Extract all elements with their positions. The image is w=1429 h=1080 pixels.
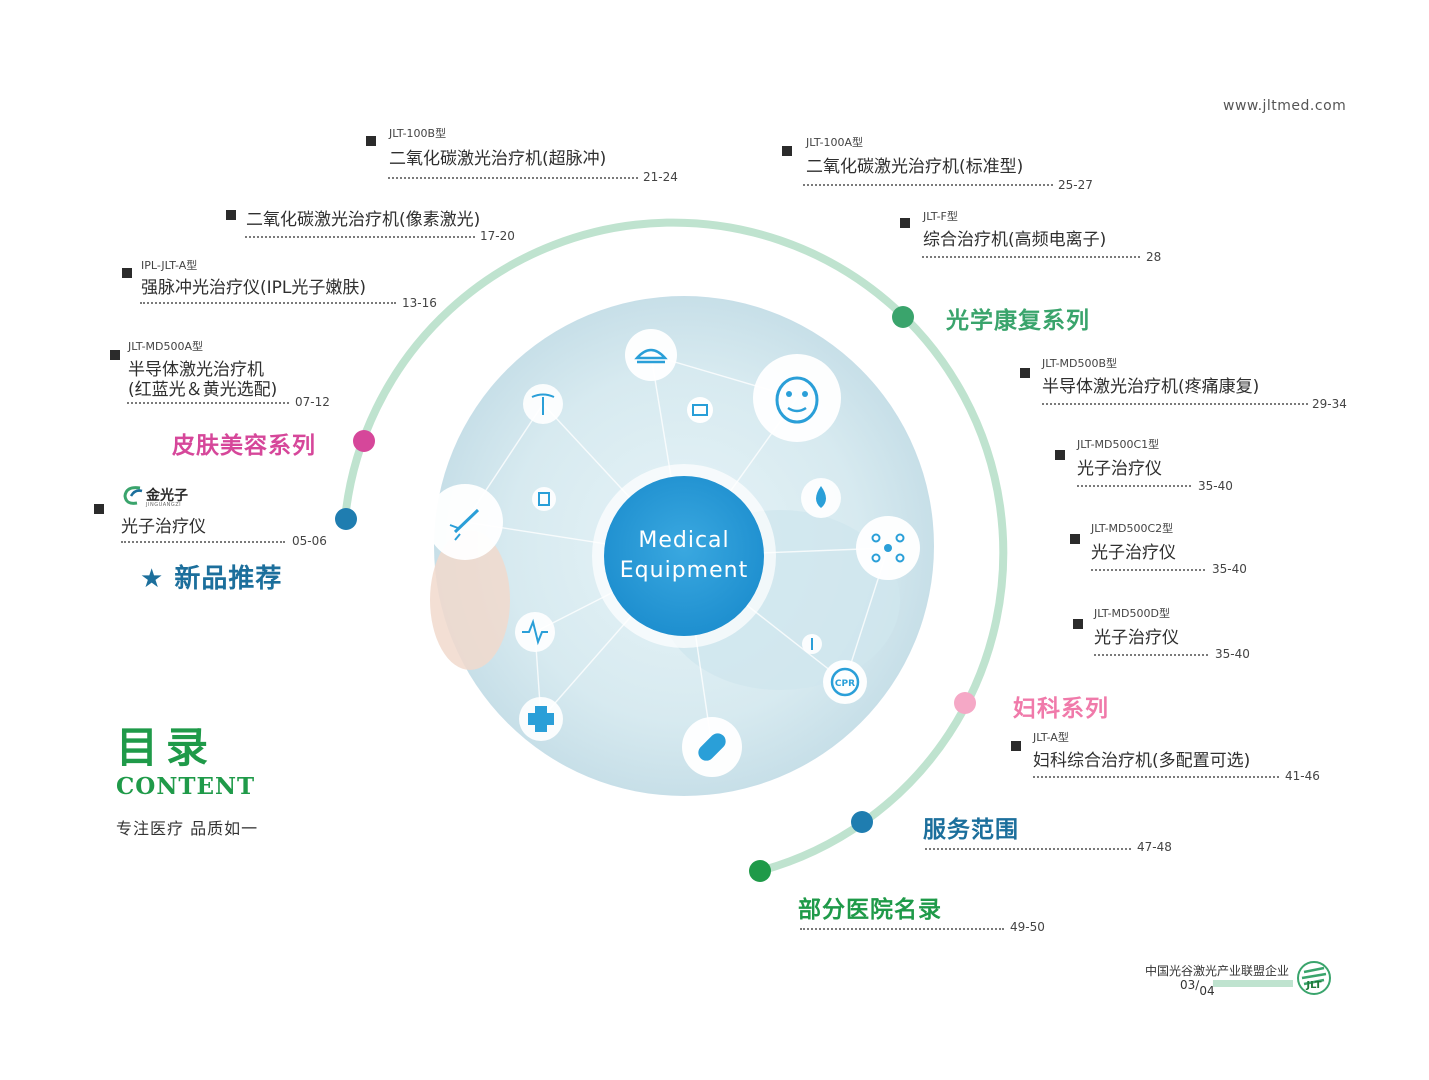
product-name: 半导体激光治疗机(疼痛康复) [1042, 377, 1260, 397]
page-range: 41-46 [1285, 769, 1320, 783]
page-range: 49-50 [1010, 920, 1045, 934]
toc-title-cn: 目录 [116, 723, 217, 772]
page-range: 35-40 [1198, 479, 1233, 493]
leader-dots [1091, 569, 1205, 571]
page-range: 05-06 [292, 534, 327, 548]
leader-dots [1033, 776, 1279, 778]
leader-dots [121, 541, 285, 543]
bullet [226, 210, 236, 220]
model-code: JLT-100A型 [806, 136, 864, 149]
leader-dots [925, 848, 1131, 850]
product-name: 综合治疗机(高频电离子) [923, 230, 1107, 250]
bullet [94, 504, 104, 514]
page-number-left: 03 [1180, 978, 1196, 992]
product-name: 半导体激光治疗机 [128, 360, 264, 380]
model-code: JLT-F型 [923, 210, 958, 223]
category-skin[interactable]: 皮肤美容系列 [172, 433, 316, 459]
bullet [110, 350, 120, 360]
page-range: 29-34 [1312, 397, 1347, 411]
model-code: JLT-100B型 [389, 127, 447, 140]
center-line1: Medical [638, 528, 730, 553]
toc-slogan: 专注医疗 品质如一 [116, 819, 259, 838]
product-name: 二氧化碳激光治疗机(像素激光) [246, 210, 481, 230]
bullet [900, 218, 910, 228]
leader-dots [803, 184, 1053, 186]
product-name: 二氧化碳激光治疗机(超脉冲) [389, 149, 607, 169]
product-name: 二氧化碳激光治疗机(标准型) [806, 157, 1024, 177]
category-service[interactable]: 服务范围 [923, 817, 1019, 843]
model-code: JLT-MD500D型 [1094, 607, 1170, 620]
leader-dots [1094, 654, 1208, 656]
page-range: 21-24 [643, 170, 678, 184]
product-name: 光子治疗仪 [1091, 543, 1176, 563]
page-range: 35-40 [1212, 562, 1247, 576]
bullet [1055, 450, 1065, 460]
page-range: 47-48 [1137, 840, 1172, 854]
model-code: JLT-MD500B型 [1042, 357, 1118, 370]
leader-dots [127, 402, 289, 404]
category-gyne[interactable]: 妇科系列 [1013, 696, 1109, 722]
center-hub [604, 476, 764, 636]
product-name: 妇科综合治疗机(多配置可选) [1033, 751, 1251, 771]
product-name: 光子治疗仪 [1077, 459, 1162, 479]
leader-dots [1077, 485, 1191, 487]
product-name: 光子治疗仪 [1094, 628, 1179, 648]
model-code: JLT-MD500A型 [128, 340, 204, 353]
leader-dots [922, 256, 1140, 258]
bullet [1020, 368, 1030, 378]
leader-dots [140, 302, 396, 304]
toc-arc [341, 218, 1008, 875]
leader-dots [245, 236, 475, 238]
website-url[interactable]: www.jltmed.com [1223, 98, 1347, 114]
jlt-logo: JLT [1296, 960, 1332, 996]
jlt-logo-icon: JLT [1297, 961, 1331, 995]
bullet [1011, 741, 1021, 751]
service-node [851, 811, 873, 833]
new-node [335, 508, 357, 530]
brand-sub: JINGUANGZI [146, 502, 182, 508]
page-range: 17-20 [480, 229, 515, 243]
footer-bar [1213, 980, 1293, 987]
page-range: 25-27 [1058, 178, 1093, 192]
category-optical[interactable]: 光学康复系列 [946, 308, 1090, 334]
page-range: 28 [1146, 250, 1162, 264]
gyne-node [954, 692, 976, 714]
page-range: 13-16 [402, 296, 437, 310]
product-name-note: (红蓝光＆黄光选配) [128, 380, 278, 400]
leader-dots [1042, 403, 1308, 405]
model-code: JLT-A型 [1033, 731, 1069, 744]
model-code: IPL-JLT-A型 [141, 259, 198, 272]
alliance-text: 中国光谷激光产业联盟企业 [1145, 964, 1290, 978]
bullet [1070, 534, 1080, 544]
page-range: 35-40 [1215, 647, 1250, 661]
jlt-logo-text: JLT [1305, 980, 1321, 991]
optical-node [892, 306, 914, 328]
page-number-right: 04 [1199, 984, 1215, 998]
model-code: JLT-MD500C1型 [1077, 438, 1160, 451]
brand-name: 金光子 [146, 488, 188, 504]
bullet [1073, 619, 1083, 629]
center-line2: Equipment [619, 558, 749, 583]
category-hospitals[interactable]: 部分医院名录 [798, 897, 942, 923]
bullet [122, 268, 132, 278]
leader-dots [800, 928, 1004, 930]
star-icon: ★ [140, 564, 165, 594]
category-new[interactable]: ★ 新品推荐 [140, 558, 282, 595]
brand-logo-icon [123, 486, 143, 505]
leader-dots [388, 177, 638, 179]
product-name: 光子治疗仪 [121, 517, 206, 537]
jinguangzi-logo: 金光子 JINGUANGZI [122, 484, 198, 508]
category-new-label: 新品推荐 [174, 564, 283, 594]
product-name: 强脉冲光治疗仪(IPL光子嫩肤) [141, 278, 367, 298]
model-code: JLT-MD500C2型 [1091, 522, 1174, 535]
bullet [366, 136, 376, 146]
page-numbers: 03∕04 [1180, 978, 1215, 998]
bullet [782, 146, 792, 156]
skin-node [353, 430, 375, 452]
center-hub-label: Medical Equipment [604, 526, 764, 586]
hospitals-node [749, 860, 771, 882]
toc-title-en: CONTENT [116, 773, 256, 800]
page-range: 07-12 [295, 395, 330, 409]
